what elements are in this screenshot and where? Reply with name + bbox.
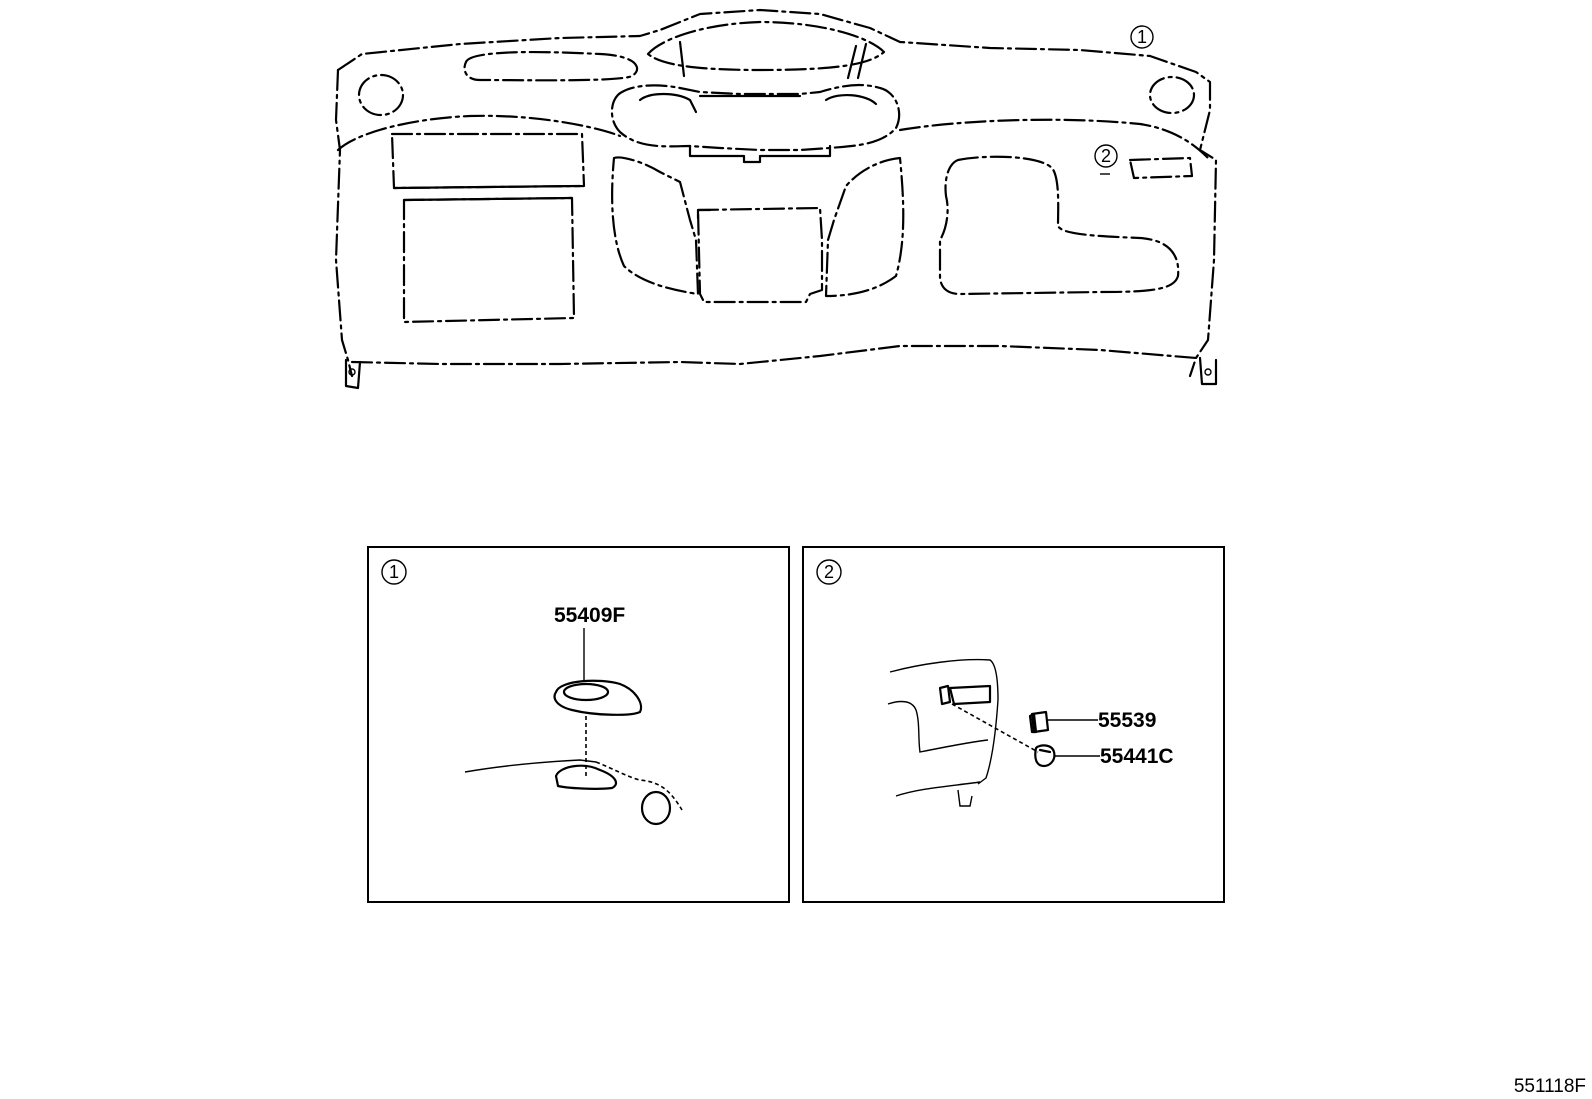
part-55441C-drawing xyxy=(1034,744,1056,768)
instrument-panel-drawing xyxy=(334,8,1218,390)
detail-box-1: 1 55409F xyxy=(367,546,790,903)
detail-box-2-callout-circle xyxy=(816,559,842,585)
callout-2-main-label: 2 xyxy=(1101,146,1111,166)
diagram-reference-code: 551118F xyxy=(1514,1076,1586,1097)
detail-box-2-callout-label: 2 xyxy=(824,562,834,582)
part-label-55539[interactable]: 55539 xyxy=(1098,709,1156,732)
detail-box-1-frame xyxy=(367,546,790,903)
detail-box-1-callout-circle xyxy=(381,559,407,585)
part-55409F-drawing xyxy=(553,679,643,716)
detail-box-2-frame xyxy=(802,546,1225,903)
panel-corner-drawing xyxy=(887,658,999,807)
callout-2-main: 2 xyxy=(1094,144,1118,168)
detail-box-2: 2 55539 55441C xyxy=(802,546,1225,903)
part-label-55409F[interactable]: 55409F xyxy=(554,604,625,627)
panel-section-drawing xyxy=(464,759,683,826)
callout-1-main-label: 1 xyxy=(1137,27,1147,47)
part-55539-drawing xyxy=(1028,710,1050,734)
part-label-55441C[interactable]: 55441C xyxy=(1100,745,1174,768)
detail-box-1-callout-label: 1 xyxy=(389,562,399,582)
callout-1-main: 1 xyxy=(1130,25,1154,49)
